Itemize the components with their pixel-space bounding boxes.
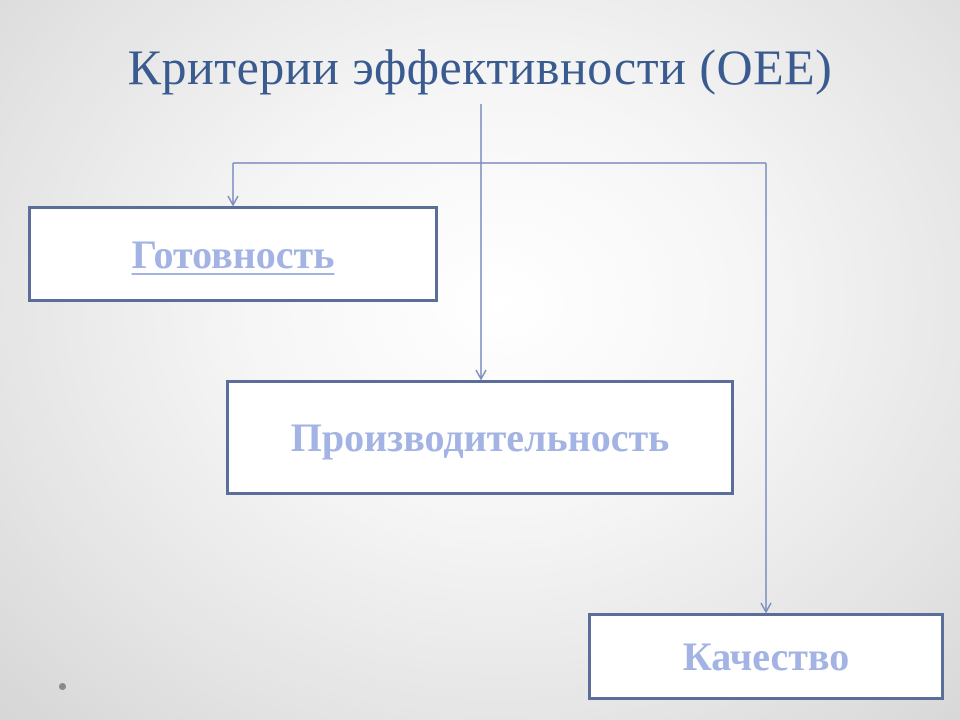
arrowhead-productivity xyxy=(475,369,487,381)
readiness-link[interactable]: Готовность xyxy=(131,231,335,277)
bullet-dot xyxy=(59,683,66,690)
productivity-box: Производительность xyxy=(226,380,734,495)
arrowhead-readiness xyxy=(227,195,239,207)
arrowhead-quality xyxy=(760,602,772,614)
quality-label: Качество xyxy=(682,634,850,679)
productivity-label: Производительность xyxy=(290,415,670,460)
slide-title: Критерии эффективности (OEE) xyxy=(127,39,833,95)
readiness-box: Готовность xyxy=(28,206,438,302)
quality-box: Качество xyxy=(588,613,944,700)
